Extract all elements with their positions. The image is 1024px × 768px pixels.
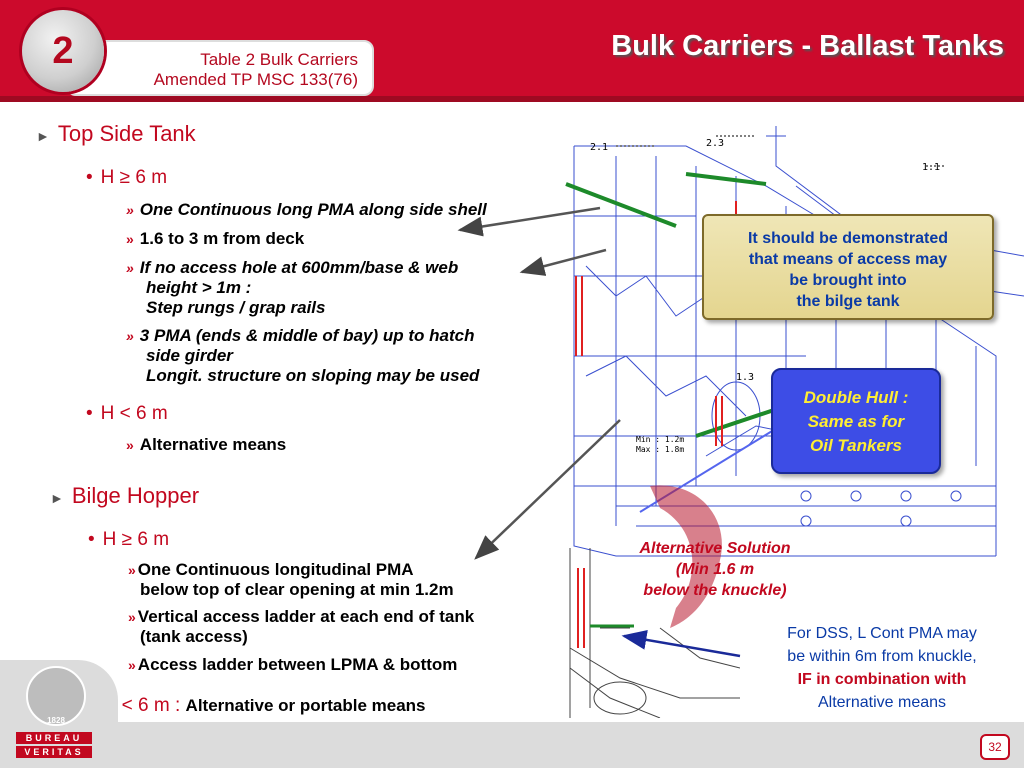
bh-h-lt-6-label: H < 6 m : [102, 695, 181, 716]
label-1-1: 1.1 [922, 162, 940, 173]
dss-line-3: IF in combination with [797, 671, 967, 688]
scroll-line-2: that means of access may [748, 251, 948, 268]
tst-item-4-line1: 3 PMA (ends & middle of bay) up to hatch [139, 326, 475, 345]
ship-section-drawing: 2.1 2.3 1.1 1.3 Min : 1.2m Max : 1.8m [565, 126, 1024, 557]
alt-sol-line-2: (Min 1.6 m [675, 561, 755, 578]
bullet-dot-icon: • [86, 167, 93, 188]
dss-line-1: For DSS, L Cont PMA may [787, 625, 977, 642]
bh-item-3-text: Access ladder between LPMA & bottom [137, 655, 458, 674]
dss-line-4: Alternative means [817, 694, 947, 711]
chevron-right-icon: » [128, 609, 136, 625]
tst-item-4: » 3 PMA (ends & middle of bay) up to hatc… [126, 326, 479, 386]
chevron-right-icon: » [126, 328, 134, 344]
bh-h-ge-6-label: H ≥ 6 m [102, 529, 170, 550]
tst-item-4-line2: side girder [146, 346, 233, 365]
alt-sol-line-3: below the knuckle) [643, 582, 787, 599]
chevron-right-icon: » [126, 202, 134, 218]
scroll-line-1: It should be demonstrated [747, 230, 948, 247]
top-side-tank-label: Top Side Tank [57, 121, 196, 146]
logo-year: 1828 [47, 716, 65, 725]
label-min: Min : 1.2m [636, 435, 684, 444]
bureau-veritas-seal-icon [26, 666, 86, 726]
chevron-right-icon: » [126, 260, 134, 276]
scroll-line-4: the bilge tank [796, 293, 900, 310]
tst-h-lt-6: • H < 6 m [86, 403, 168, 425]
tst-item-3-line1: If no access hole at 600mm/base & web [139, 258, 459, 277]
bh-h-lt-6: •H < 6 m : Alternative or portable means [88, 695, 426, 717]
bh-item-1-line2: below top of clear opening at min 1.2m [140, 580, 454, 599]
alt-sol-line-1: Alternative Solution [639, 540, 791, 557]
chapter-badge: 2 [22, 10, 104, 92]
bullet-dot-icon: • [88, 529, 95, 550]
bh-item-2-line1: Vertical access ladder at each end of ta… [137, 607, 475, 626]
bh-item-2-line2: (tank access) [140, 627, 248, 646]
tst-h-lt-6-label: H < 6 m [100, 403, 168, 424]
bilge-hopper-label: Bilge Hopper [71, 483, 200, 508]
scroll-line-3: be brought into [789, 272, 907, 289]
tst-lt-item-1-text: Alternative means [139, 435, 287, 454]
logo-text-veritas: VERITAS [16, 746, 92, 758]
bh-h-ge-6: • H ≥ 6 m [88, 529, 169, 551]
tst-item-1: » One Continuous long PMA along side shel… [126, 200, 487, 220]
label-2-1: 2.1 [590, 142, 608, 153]
bh-item-2: »Vertical access ladder at each end of t… [128, 607, 474, 647]
bullet-dot-icon: • [86, 403, 93, 424]
alternative-solution-callout: Alternative Solution (Min 1.6 m below th… [610, 538, 820, 601]
chevron-right-icon: » [128, 657, 136, 673]
tst-item-2-text: 1.6 to 3 m from deck [139, 229, 305, 248]
subtitle-box: Table 2 Bulk Carriers Amended TP MSC 133… [66, 40, 374, 96]
tst-item-1-text: One Continuous long PMA along side shell [139, 200, 487, 219]
double-hull-line-1: Double Hull : [803, 388, 909, 407]
tst-item-3: » If no access hole at 600mm/base & web h… [126, 258, 458, 318]
double-hull-callout: Double Hull : Same as for Oil Tankers [771, 368, 941, 474]
bullet-arrow-icon: ► [36, 128, 50, 144]
bh-item-1: »One Continuous longitudinal PMA below t… [128, 560, 454, 600]
tst-item-3-line3: Step rungs / grap rails [146, 298, 326, 317]
label-1-3: 1.3 [736, 372, 754, 383]
tst-lt-item-1: » Alternative means [126, 435, 286, 455]
tst-h-ge-6: • H ≥ 6 m [86, 167, 167, 189]
bh-h-lt-6-text: Alternative or portable means [185, 696, 426, 715]
page-number: 32 [980, 734, 1010, 760]
tst-item-2: » 1.6 to 3 m from deck [126, 229, 304, 249]
header-shade [0, 96, 1024, 102]
footer-band [0, 722, 1024, 768]
page-title: Bulk Carriers - Ballast Tanks [611, 30, 1004, 62]
bh-item-1-line1: One Continuous longitudinal PMA [137, 560, 414, 579]
tst-item-4-line3: Longit. structure on sloping may be used [146, 366, 480, 385]
bh-item-3: »Access ladder between LPMA & bottom [128, 655, 457, 675]
subtitle-line1: Table 2 Bulk Carriers [200, 50, 358, 69]
subtitle-line2: Amended TP MSC 133(76) [153, 70, 358, 89]
tst-item-3-line2: height > 1m : [146, 278, 252, 297]
dss-note: For DSS, L Cont PMA may be within 6m fro… [746, 622, 1018, 714]
tst-h-ge-6-label: H ≥ 6 m [100, 167, 168, 188]
scroll-callout: It should be demonstrated that means of … [702, 214, 994, 320]
chevron-right-icon: » [128, 562, 136, 578]
double-hull-line-3: Oil Tankers [810, 436, 902, 455]
logo-text-bureau: BUREAU [16, 732, 92, 744]
chevron-right-icon: » [126, 231, 134, 247]
dss-line-2: be within 6m from knuckle, [787, 648, 977, 665]
double-hull-line-2: Same as for [807, 412, 905, 431]
label-2-3: 2.3 [706, 138, 724, 149]
chevron-right-icon: » [126, 437, 134, 453]
label-max: Max : 1.8m [636, 445, 684, 454]
bilge-hopper-heading: ► Bilge Hopper [50, 483, 199, 509]
bullet-arrow-icon: ► [50, 490, 64, 506]
top-side-tank-heading: ► Top Side Tank [36, 121, 196, 147]
